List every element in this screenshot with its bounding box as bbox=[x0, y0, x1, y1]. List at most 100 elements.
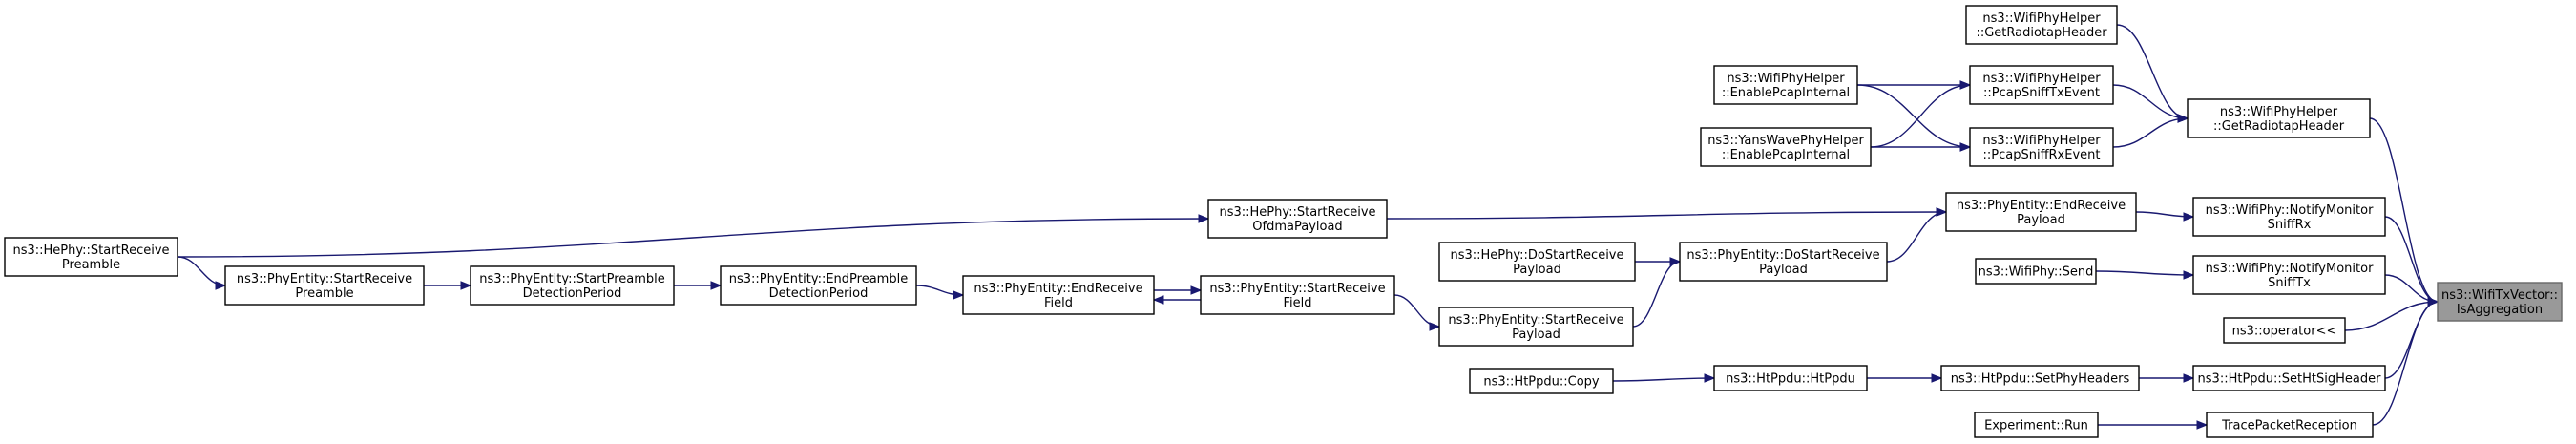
edge-arrowhead bbox=[460, 281, 472, 290]
node-box bbox=[962, 275, 1155, 315]
graph-node-ns3-wifiphyhelper-enablepcapinternal[interactable]: ns3::WifiPhyHelper::EnablePcapInternal bbox=[1713, 65, 1858, 105]
edge-operator-to-target bbox=[2344, 301, 2439, 331]
graph-node-ns3-phyentity-startpreamble-detectionperiod[interactable]: ns3::PhyEntity::StartPreambleDetectionPe… bbox=[470, 265, 675, 306]
node-label: ns3::PhyEntity::EndReceive bbox=[1957, 199, 2126, 213]
node-label: ns3::YansWavePhyHelper bbox=[1707, 134, 1864, 148]
node-box bbox=[2192, 255, 2386, 295]
graph-node-ns3-htppdu-sethtsigheader[interactable]: ns3::HtPpdu::SetHtSigHeader bbox=[2192, 365, 2386, 391]
edge-arrowhead bbox=[2177, 114, 2189, 123]
node-label: ns3::PhyEntity::StartReceive bbox=[1209, 282, 1385, 296]
edge-arrowhead bbox=[2183, 212, 2195, 222]
node-label: Field bbox=[1283, 296, 1311, 310]
edge-htppdu_copy-to-htppdu_htppdu bbox=[1612, 377, 1715, 382]
node-label: DetectionPeriod bbox=[523, 286, 622, 301]
node-label: ns3::WifiPhyHelper bbox=[1982, 72, 2101, 86]
node-label: SniffRx bbox=[2268, 218, 2312, 232]
edge-hephy_srp-to-phyentity_srp bbox=[177, 256, 226, 286]
node-label: ns3::WifiPhyHelper bbox=[1982, 11, 2101, 26]
graph-node-ns3-htppdu-copy[interactable]: ns3::HtPpdu::Copy bbox=[1469, 368, 1614, 394]
node-label: ns3::HtPpdu::HtPpdu bbox=[1726, 372, 1855, 387]
edge-arrowhead bbox=[2427, 297, 2440, 307]
node-box bbox=[720, 265, 917, 306]
graph-node-ns3-wifiphyhelper-pcapsniffrxevent[interactable]: ns3::WifiPhyHelper::PcapSniffRxEvent bbox=[1969, 127, 2114, 167]
node-label: ns3::WifiPhy::NotifyMonitor bbox=[2206, 203, 2374, 218]
node-box bbox=[1940, 365, 2140, 391]
node-label: ns3::WifiPhy::NotifyMonitor bbox=[2206, 262, 2374, 276]
graph-node-ns3-operator[interactable]: ns3::operator<< bbox=[2223, 317, 2346, 344]
node-label: ns3::PhyEntity::StartPreamble bbox=[479, 272, 665, 286]
node-label: ns3::HtPpdu::SetPhyHeaders bbox=[1951, 372, 2130, 387]
graph-node-tracepacketreception[interactable]: TracePacketReception bbox=[2206, 412, 2374, 438]
node-label: SniffTx bbox=[2268, 276, 2311, 290]
node-label: ::PcapSniffRxEvent bbox=[1983, 148, 2101, 162]
edge-arrowhead bbox=[1198, 214, 1210, 223]
edge-phyentity_srf-to-phyentity_srpl bbox=[1393, 294, 1440, 328]
node-box bbox=[2223, 317, 2346, 344]
node-label: ns3::WifiPhyHelper bbox=[2220, 105, 2338, 119]
graph-node-ns3-wifiphy-send[interactable]: ns3::WifiPhy::Send bbox=[1975, 258, 2097, 285]
node-box bbox=[1965, 5, 2118, 45]
edge-hephy_srp-to-hephy_srop bbox=[177, 218, 1209, 258]
edge-arrowhead bbox=[1931, 373, 1943, 383]
node-box bbox=[1969, 65, 2114, 105]
graph-node-ns3-yanswavephyhelper-enablepcapinternal[interactable]: ns3::YansWavePhyHelper::EnablePcapIntern… bbox=[1700, 127, 1872, 167]
edge-arrowhead bbox=[2183, 373, 2195, 383]
edge-wph_epi-to-wph_psrx bbox=[1856, 84, 1971, 148]
node-label: DetectionPeriod bbox=[769, 286, 869, 301]
graph-node-experiment-run[interactable]: Experiment::Run bbox=[1974, 412, 2099, 438]
node-label: ns3::HePhy::StartReceive bbox=[1219, 205, 1375, 220]
node-label: ns3::HePhy::StartReceive bbox=[12, 243, 169, 258]
edge-arrowhead bbox=[1704, 373, 1716, 383]
edge-arrowhead bbox=[953, 290, 965, 300]
node-label: Payload bbox=[1512, 328, 1560, 342]
edge-arrowhead bbox=[1190, 285, 1203, 295]
node-label: ::EnablePcapInternal bbox=[1722, 86, 1850, 100]
edge-phyentity_dsrp-to-phyentity_erp bbox=[1886, 211, 1947, 263]
edge-wph_grh-to-target bbox=[2369, 117, 2439, 303]
node-box bbox=[1679, 242, 1888, 282]
node-box bbox=[1713, 65, 1858, 105]
edge-arrowhead bbox=[1669, 257, 1682, 266]
node-label: Payload bbox=[1513, 263, 1561, 277]
node-box bbox=[224, 265, 425, 306]
node-box bbox=[1969, 127, 2114, 167]
edge-tpr-to-target bbox=[2372, 301, 2439, 426]
edge-arrowhead bbox=[1429, 322, 1441, 331]
node-label: ::PcapSniffTxEvent bbox=[1983, 86, 2100, 100]
node-label: ns3::PhyEntity::EndPreamble bbox=[729, 272, 908, 286]
node-box bbox=[2192, 197, 2386, 237]
graph-node-ns3-htppdu-htppdu[interactable]: ns3::HtPpdu::HtPpdu bbox=[1713, 365, 1868, 391]
graph-node-ns3-wifiphyhelper-getradiotapheader[interactable]: ns3::WifiPhyHelper::GetRadiotapHeader bbox=[2187, 98, 2371, 138]
edge-wifiphy_send-to-wifiphy_nmstx bbox=[2095, 270, 2194, 276]
node-box bbox=[1207, 199, 1388, 239]
edge-arrowhead bbox=[1959, 80, 1972, 90]
node-box bbox=[2187, 98, 2371, 138]
edge-ywph_epi-to-wph_pstx bbox=[1870, 84, 1971, 148]
node-box bbox=[1700, 127, 1872, 167]
edge-arrowhead bbox=[2196, 420, 2209, 430]
node-label: Preamble bbox=[62, 258, 120, 272]
node-label: ::GetRadiotapHeader bbox=[1976, 26, 2107, 40]
focus-node: ns3::WifiTxVector::IsAggregation bbox=[2437, 282, 2563, 322]
node-label: ns3::PhyEntity::DoStartReceive bbox=[1686, 248, 1879, 263]
graph-node-ns3-wifiphyhelper-pcapsnifftxevent[interactable]: ns3::WifiPhyHelper::PcapSniffTxEvent bbox=[1969, 65, 2114, 105]
graph-node-ns3-phyentity-endpreamble-detectionperiod[interactable]: ns3::PhyEntity::EndPreambleDetectionPeri… bbox=[720, 265, 917, 306]
node-box bbox=[470, 265, 675, 306]
node-label: ns3::PhyEntity::StartReceive bbox=[237, 272, 412, 286]
edge-arrowhead bbox=[2183, 270, 2195, 280]
graph-node-ns3-htppdu-setphyheaders[interactable]: ns3::HtPpdu::SetPhyHeaders bbox=[1940, 365, 2140, 391]
graph-node-ns3-wifiphyhelper-getradiotapheader[interactable]: ns3::WifiPhyHelper::GetRadiotapHeader bbox=[1965, 5, 2118, 45]
node-box bbox=[2192, 365, 2386, 391]
